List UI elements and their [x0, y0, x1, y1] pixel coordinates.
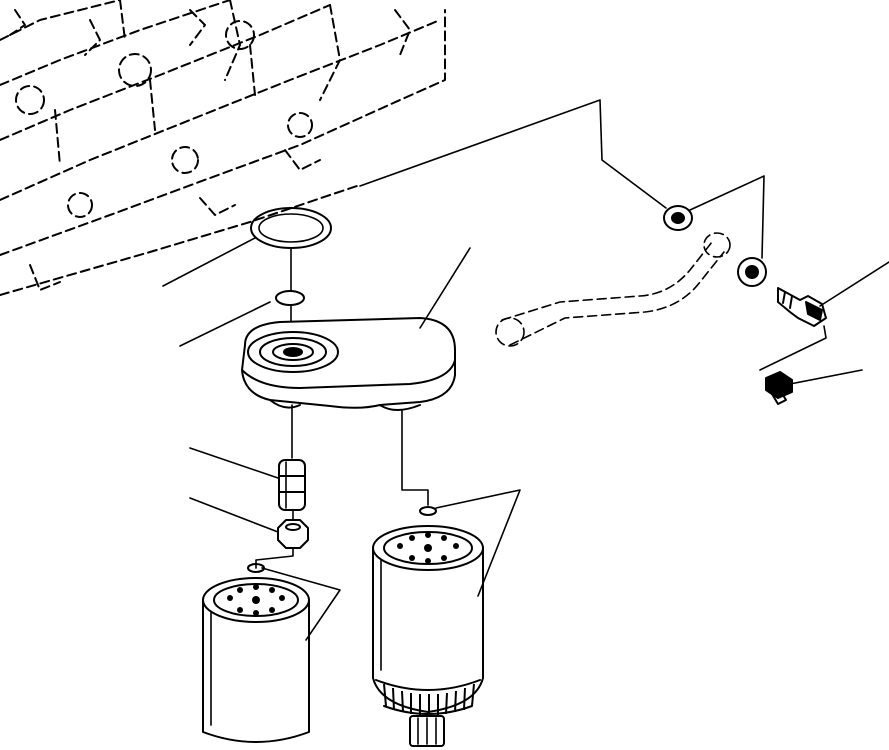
banjo-bolt-icon: [777, 287, 827, 327]
filter-head-bracket-icon: [241, 317, 456, 411]
connector-bushing-icon: [278, 459, 306, 511]
leader-lines: [162, 99, 889, 641]
mounting-bolt-icon: [765, 371, 793, 405]
oil-filter-cartridge-icon: [202, 563, 310, 743]
fuel-tube-icon: [495, 232, 731, 347]
o-ring-icon: [250, 207, 332, 249]
engine-block-outline-icon: [0, 0, 446, 296]
washer-icon: [737, 257, 767, 287]
washer-icon: [663, 205, 693, 231]
hex-nipple-icon: [277, 509, 309, 549]
small-seal-ring-icon: [275, 290, 305, 306]
fuel-filter-cartridge-icon: [372, 506, 484, 747]
